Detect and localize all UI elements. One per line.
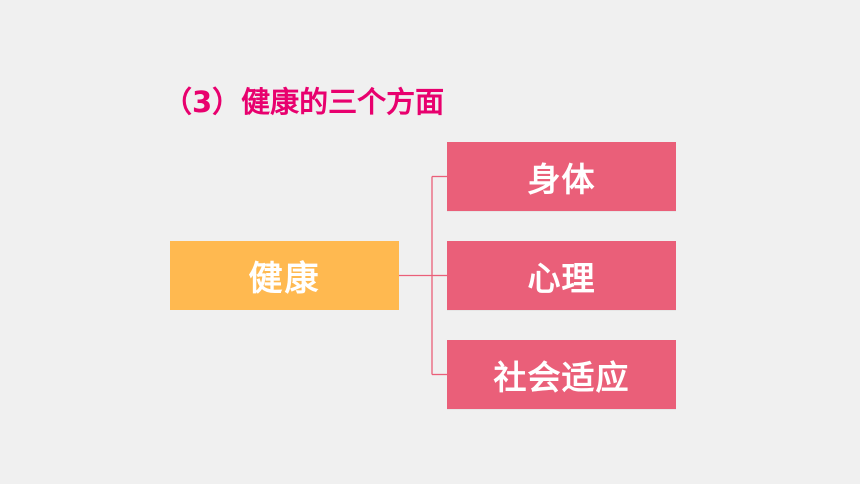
child-node-label: 身体 xyxy=(527,159,596,199)
child-node-mind: 心理 xyxy=(447,241,676,310)
child-node-label: 社会适应 xyxy=(493,357,630,397)
root-node-label: 健康 xyxy=(248,259,321,299)
child-node-label: 心理 xyxy=(527,258,596,298)
child-node-social-adaptation: 社会适应 xyxy=(447,340,676,409)
root-node-health: 健康 xyxy=(170,241,399,310)
child-node-body: 身体 xyxy=(447,142,676,211)
slide-title: （3）健康的三个方面 xyxy=(163,85,445,119)
